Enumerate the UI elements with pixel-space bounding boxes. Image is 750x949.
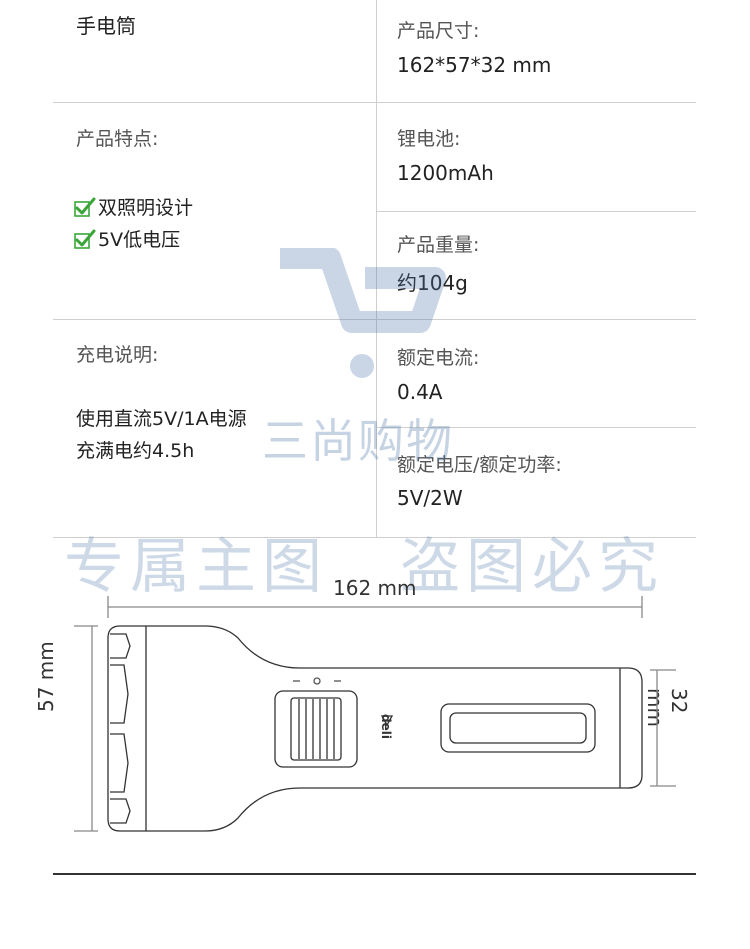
features-list: 双照明设计 5V低电压 [74,192,193,256]
watermark-left: 专属主图 [64,532,328,602]
row-divider-2 [53,319,696,320]
row-divider-1 [53,102,696,103]
size-label: 产品尺寸: [397,20,480,42]
feature-item: 5V低电压 [74,224,193,256]
brand-logo: deli [379,714,393,739]
battery-label: 锂电池: [397,128,461,150]
feature-text: 双照明设计 [98,197,194,219]
charge-label: 充电说明: [76,344,159,366]
power-value: 5V/2W [397,486,463,510]
flashlight-dimension-drawing [74,596,676,832]
power-label: 额定电压/额定功率: [397,454,562,476]
watermark-right: 盗图必究 [400,532,664,602]
right-divider-current [376,427,696,428]
weight-value: 约104g [397,271,468,295]
shopping-cart-watermark-icon [280,248,446,378]
feature-text: 5V低电压 [98,229,181,251]
battery-value: 1200mAh [397,161,494,185]
charge-line: 充满电约4.5h [76,440,195,462]
feature-item: 双照明设计 [74,192,193,224]
bottom-rule [53,873,696,875]
features-label: 产品特点: [76,128,159,150]
current-value: 0.4A [397,380,443,404]
weight-label: 产品重量: [397,234,480,256]
table-center-divider [376,0,377,537]
checkmark-icon [74,197,96,217]
checkmark-icon [74,229,96,249]
product-name: 手电筒 [76,14,136,38]
size-value: 162*57*32 mm [397,53,552,77]
length-dimension-label: 162 mm [333,576,417,600]
right-divider-battery [376,211,696,212]
current-label: 额定电流: [397,347,480,369]
watermark-shop-name: 三尚购物 [262,414,454,468]
row-divider-3 [53,537,696,538]
charge-line: 使用直流5V/1A电源 [76,408,247,430]
